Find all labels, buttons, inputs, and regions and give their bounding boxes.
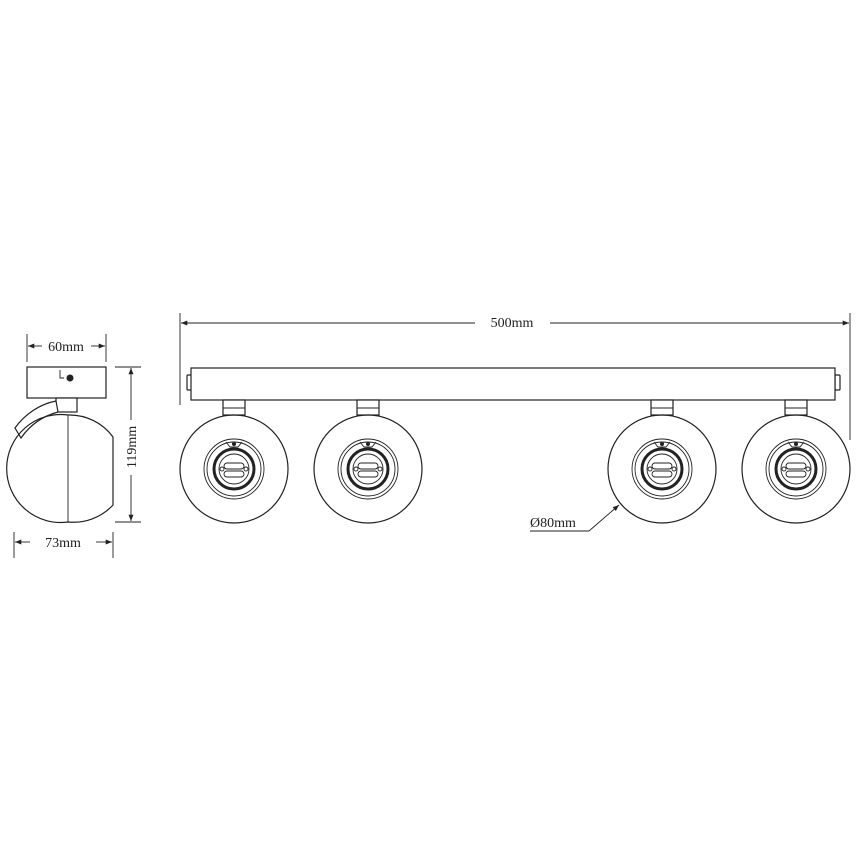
dim-label-500: 500mm [491,316,534,331]
spotlight-2 [313,399,423,524]
spotlight-1 [179,399,289,524]
side-arm [14,400,59,440]
spotlight-head [607,414,717,524]
socket-pin [223,462,245,470]
socket-pin [651,462,673,470]
side-base-plate [26,366,107,399]
side-switch [59,370,64,379]
mounting-bar [190,367,836,401]
spotlight-stem [222,399,246,416]
spotlight-3 [607,399,717,524]
dim-head-depth: 73mm [13,532,114,558]
dim-label-60: 60mm [48,340,84,355]
front-view-bar [186,367,841,401]
spotlight-4 [741,399,851,524]
dim-label-119: 119mm [125,426,140,468]
socket-pin [785,462,807,470]
spotlight-ring-outer [631,438,693,500]
side-stem [55,397,78,413]
socket-pin [785,470,807,478]
dim-total-length: 500mm [179,313,851,440]
spotlight-stem [784,399,808,416]
side-lamp-head [6,413,114,524]
side-view [6,366,114,524]
spotlight-head [313,414,423,524]
spotlight-stem [650,399,674,416]
spotlight-ring-outer [337,438,399,500]
dim-base-width: 60mm [26,334,107,362]
spotlight-stem [356,399,380,416]
dim-height: 119mm [115,366,141,523]
spotlight-socket [212,447,256,491]
spotlight-clip [359,441,377,448]
spotlight-clip [225,441,243,448]
spotlight-head [179,414,289,524]
dim-label-73: 73mm [45,536,81,551]
dim-head-diameter: Ø80mm [530,504,620,532]
spotlight-socket [774,447,818,491]
side-screw [66,374,74,382]
socket-pin [651,470,673,478]
spotlight-socket [346,447,390,491]
spotlight-socket [640,447,684,491]
socket-pin [223,470,245,478]
spotlight-ring-outer [203,438,265,500]
spotlights [179,399,851,524]
spotlight-clip [653,441,671,448]
socket-pin [357,470,379,478]
spotlight-ring-outer [765,438,827,500]
socket-pin [357,462,379,470]
spotlight-head [741,414,851,524]
spotlight-clip [787,441,805,448]
dim-label-80: Ø80mm [530,516,576,531]
